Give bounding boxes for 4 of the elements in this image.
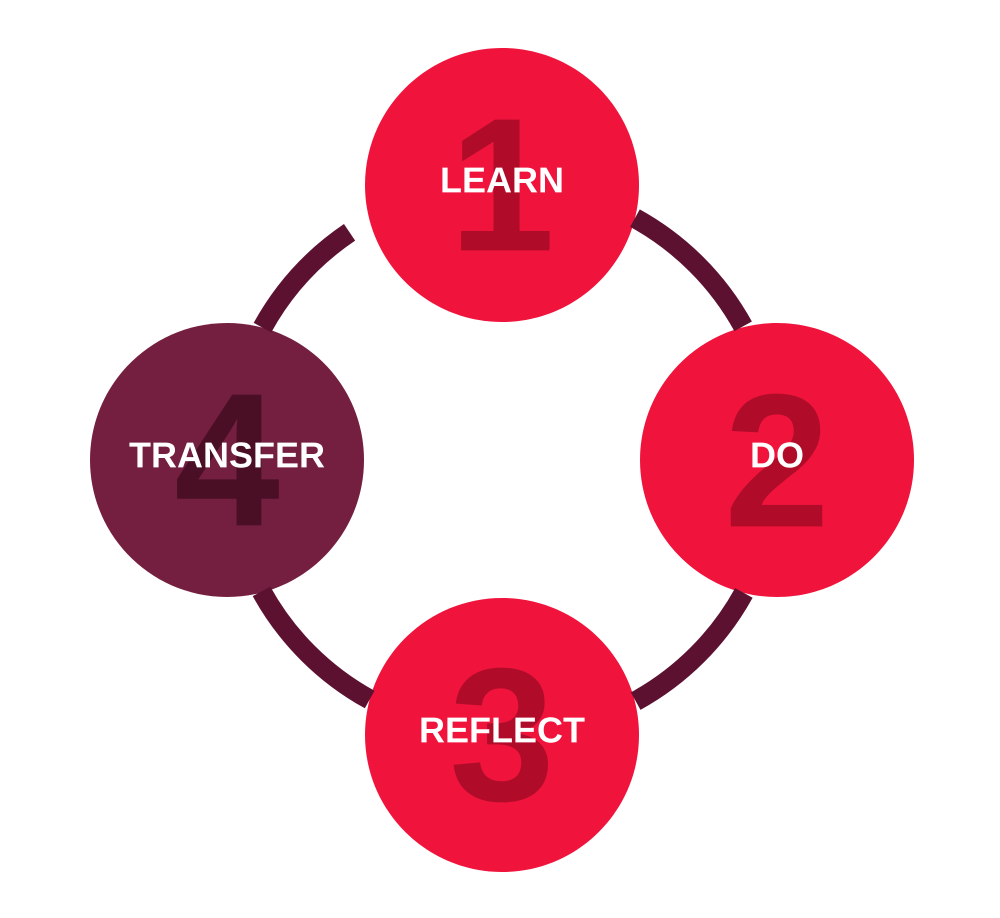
cycle-arc [630,209,752,332]
cycle-arc [630,588,753,710]
cycle-arc [254,224,356,333]
cycle-arc [252,586,375,708]
